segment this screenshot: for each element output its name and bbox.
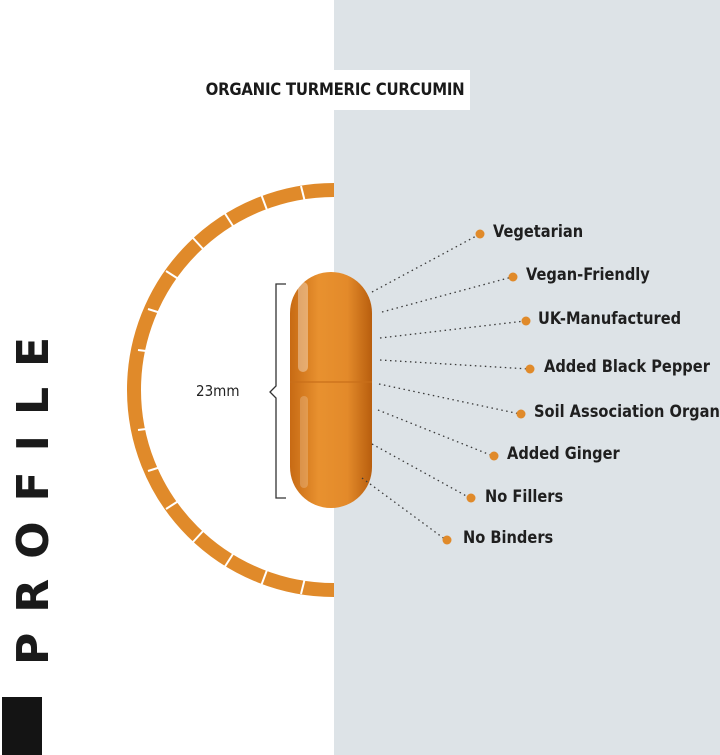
feature-no-fillers: No Fillers (485, 487, 564, 507)
bullet-dots (442, 229, 535, 545)
capsule-size-label: 23mm (196, 382, 240, 400)
feature-uk-manufactured: UK-Manufactured (538, 309, 682, 329)
feature-vegetarian: Vegetarian (493, 222, 584, 242)
feature-vegan-friendly: Vegan-Friendly (526, 265, 650, 285)
feature-added-black-pepper: Added Black Pepper (544, 357, 710, 377)
feature-no-binders: No Binders (463, 528, 554, 548)
leader-lines (361, 233, 530, 541)
feature-added-ginger: Added Ginger (507, 444, 620, 464)
title-box: ORGANIC TURMERIC CURCUMIN (200, 70, 470, 110)
orange-arc (127, 183, 335, 597)
side-profile-label: PROFILE (8, 316, 59, 665)
page-title: ORGANIC TURMERIC CURCUMIN (205, 80, 465, 100)
arc-ticks (137, 185, 306, 595)
side-black-bar (2, 697, 42, 755)
feature-soil-association-organic: Soil Association Organic (534, 402, 720, 422)
size-bracket (269, 283, 286, 499)
capsule (290, 272, 372, 508)
right-background-panel (334, 0, 720, 755)
